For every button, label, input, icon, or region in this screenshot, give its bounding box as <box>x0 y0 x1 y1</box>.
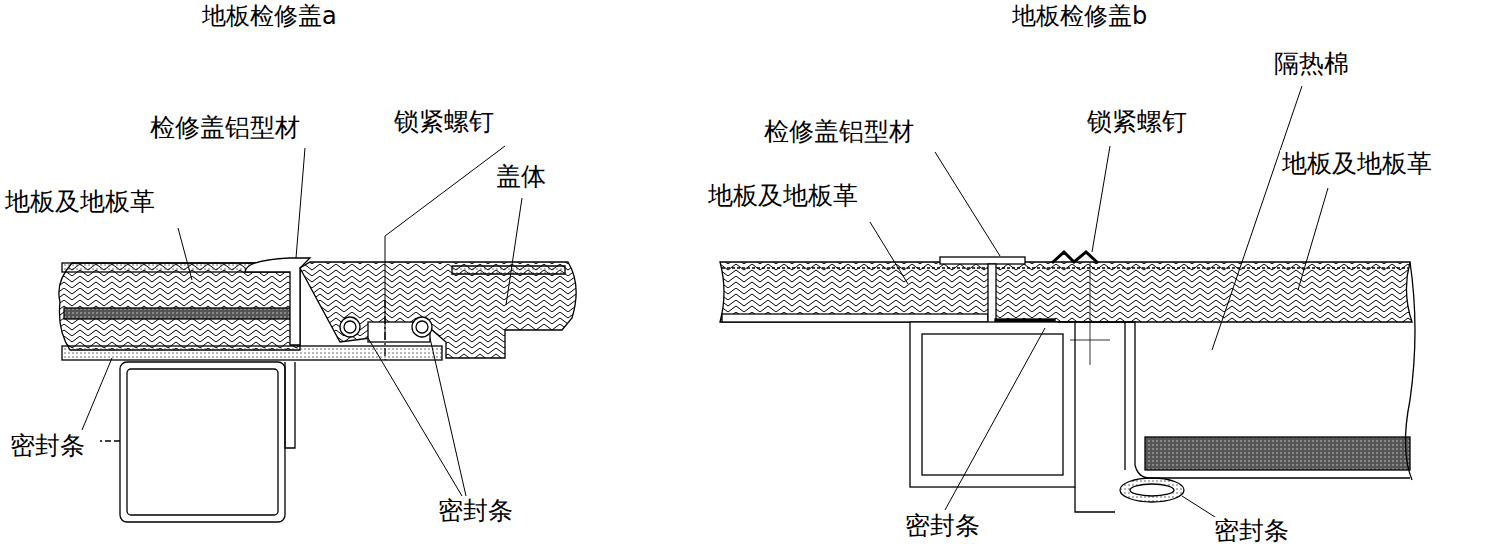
part-label: 锁紧螺钉 <box>392 108 496 137</box>
part-label: 密封条 <box>8 432 87 461</box>
part-label: 隔热棉 <box>1272 50 1351 79</box>
part-label: 密封条 <box>436 497 515 526</box>
figure-title: 地板检修盖b <box>1010 3 1149 31</box>
part-label: 地板及地板革 <box>1280 150 1434 179</box>
part-label: 地板及地板革 <box>3 188 157 217</box>
part-label: 地板及地板革 <box>706 182 860 211</box>
part-label: 锁紧螺钉 <box>1085 108 1189 137</box>
part-label: 检修盖铝型材 <box>148 114 302 143</box>
part-label: 盖体 <box>494 163 548 192</box>
part-label: 密封条 <box>1212 517 1291 546</box>
part-label: 密封条 <box>903 512 982 541</box>
part-label: 检修盖铝型材 <box>762 118 916 147</box>
figure-title: 地板检修盖a <box>200 3 339 31</box>
